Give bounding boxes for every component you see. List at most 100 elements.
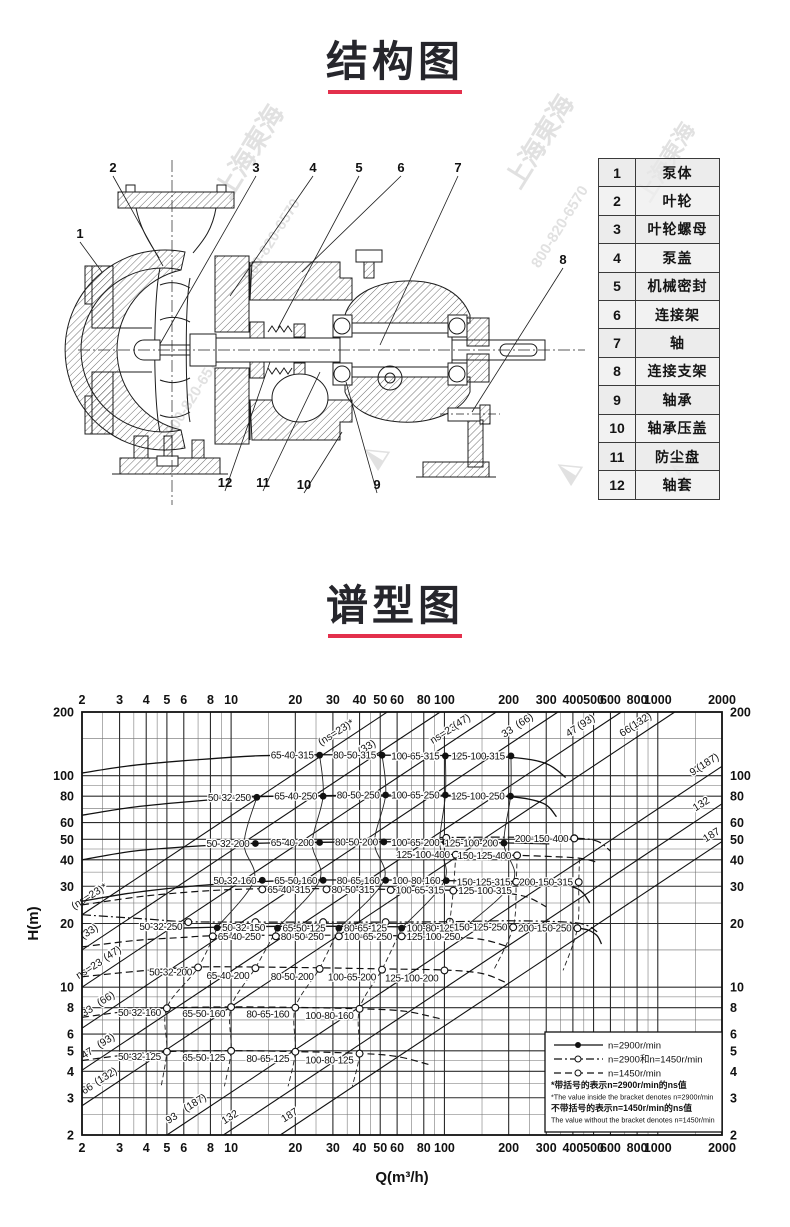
svg-text:5: 5	[730, 1044, 737, 1058]
pump-model-label: 80-65-160	[246, 1010, 290, 1021]
svg-text:2: 2	[79, 693, 86, 707]
svg-text:20: 20	[288, 693, 302, 707]
part-name: 连接架	[655, 306, 700, 323]
pump-model-label: 65-40-315	[267, 885, 311, 896]
pump-model-label: 100-65-250	[391, 791, 440, 802]
svg-text:800: 800	[627, 1141, 648, 1155]
ns-line-label: (132)	[92, 1065, 119, 1088]
spectrum-title: 谱型图	[325, 582, 464, 629]
svg-text:50: 50	[373, 693, 387, 707]
part-name: 机械密封	[647, 278, 708, 295]
structure-title: 结构图	[325, 38, 464, 85]
svg-text:80: 80	[730, 790, 744, 804]
pump-model-label: 65-50-125	[283, 924, 327, 935]
center-lines	[78, 160, 585, 505]
parts-table-row: 2 叶轮	[599, 187, 719, 216]
svg-text:40: 40	[730, 853, 744, 867]
callout-number: 4	[309, 160, 317, 175]
chart-border	[81, 711, 723, 1136]
svg-text:10: 10	[224, 693, 238, 707]
svg-text:200: 200	[730, 706, 751, 720]
pump-model-label: 80-65-125	[246, 1054, 290, 1065]
part-number: 4	[599, 244, 636, 272]
chart-legend: n=2900r/minn=2900和n=1450r/minn=1450r/min…	[544, 1031, 723, 1133]
callout-number: 5	[355, 160, 362, 175]
pump-model-label: 80-50-250	[337, 791, 381, 802]
svg-text:6: 6	[730, 1028, 737, 1042]
svg-text:8: 8	[67, 1001, 74, 1015]
part-name: 防尘盘	[655, 448, 700, 465]
callout-number: 11	[256, 475, 270, 490]
svg-text:60: 60	[60, 816, 74, 830]
part-name: 叶轮	[662, 193, 693, 210]
pump-model-label: 50-32-125	[118, 1052, 162, 1063]
pump-model-label: 125-100-200	[444, 839, 498, 850]
svg-text:500: 500	[583, 693, 604, 707]
part-number: 7	[599, 329, 636, 357]
y-axis-title: H(m)	[25, 906, 42, 940]
pump-model-label: 50-32-150	[222, 923, 266, 934]
svg-text:1000: 1000	[644, 693, 672, 707]
legend-note: *带括号的表示n=2900r/min的ns值	[551, 1079, 687, 1090]
pump-model-label: 65-40-250	[218, 932, 262, 943]
part-number: 11	[599, 442, 636, 471]
pump-model-label: 100-65-315	[396, 886, 445, 897]
pump-model-label: 200-150-400	[515, 834, 569, 845]
svg-text:100: 100	[730, 769, 751, 783]
pump-model-label: 100-80-160	[392, 876, 441, 887]
pump-model-label: 80-50-315	[333, 751, 377, 762]
svg-text:4: 4	[143, 1141, 150, 1155]
svg-text:1000: 1000	[644, 1141, 672, 1155]
callout-number: 3	[252, 160, 259, 175]
ns-line-label: (187)	[694, 751, 721, 774]
svg-text:20: 20	[60, 917, 74, 931]
svg-text:500: 500	[583, 1141, 604, 1155]
part-number: 9	[599, 386, 636, 414]
part-name: 叶轮螺母	[647, 221, 708, 238]
ns-line-label: 187	[701, 825, 722, 845]
part-name: 轴承	[662, 391, 693, 408]
pump-model-label: 200-150-250	[518, 924, 572, 935]
svg-text:10: 10	[730, 981, 744, 995]
legend-entry-label: n=2900r/min	[608, 1041, 661, 1052]
svg-text:200: 200	[498, 1141, 519, 1155]
svg-text:5: 5	[163, 1141, 170, 1155]
svg-text:50: 50	[60, 833, 74, 847]
pump-model-label: 65-40-315	[271, 751, 315, 762]
ns-line-label: (47)	[101, 944, 123, 964]
svg-text:8: 8	[730, 1001, 737, 1015]
callout-number: 1	[76, 226, 83, 241]
svg-text:3: 3	[730, 1091, 737, 1105]
legend-note: 不带括号的表示n=1450r/min的ns值	[551, 1102, 692, 1113]
svg-text:60: 60	[390, 1141, 404, 1155]
svg-text:6: 6	[180, 1141, 187, 1155]
legend-entry-label: n=2900和n=1450r/min	[608, 1055, 703, 1066]
callout-number: 6	[397, 160, 404, 175]
svg-text:2: 2	[730, 1129, 737, 1143]
callout-number: 12	[218, 475, 232, 490]
pump-frame	[249, 261, 353, 441]
part-number: 2	[599, 187, 636, 215]
svg-text:400: 400	[562, 1141, 583, 1155]
pump-model-label: 150-125-315	[457, 877, 511, 888]
part-number: 10	[599, 414, 636, 442]
ns-line-label: 187	[279, 1106, 300, 1126]
axis-tick-labels: 2233445566881010202030304040505060608080…	[53, 693, 751, 1155]
svg-text:30: 30	[730, 880, 744, 894]
svg-text:6: 6	[67, 1028, 74, 1042]
part-number: 6	[599, 300, 636, 329]
callout-number: 7	[454, 160, 461, 175]
part-number: 12	[599, 471, 636, 499]
pump-model-label: 150-125-400	[458, 851, 512, 862]
pump-model-label: 125-100-250	[407, 932, 461, 943]
svg-text:30: 30	[326, 1141, 340, 1155]
svg-text:8: 8	[207, 693, 214, 707]
ns-line-label: (ns=23)*	[69, 881, 109, 912]
svg-text:600: 600	[600, 1141, 621, 1155]
